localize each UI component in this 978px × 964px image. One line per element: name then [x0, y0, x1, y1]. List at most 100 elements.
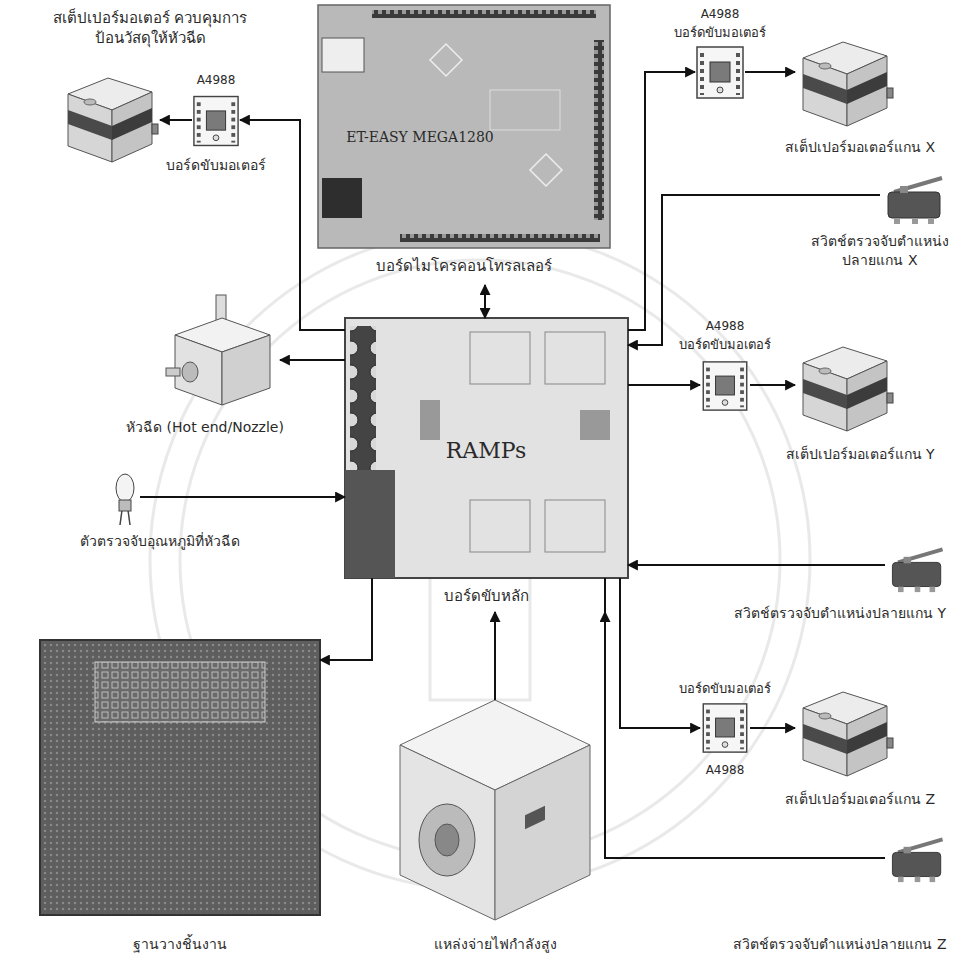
- hot-end: [166, 368, 180, 376]
- limit-switch: [892, 549, 942, 592]
- limit-switch: สวิตช์ตรวจจับตำแหน่งปลายแกน Z: [885, 830, 950, 885]
- stepper-motor: [803, 347, 893, 431]
- power-supply: [495, 745, 590, 920]
- connector-arrow: [620, 612, 700, 728]
- part-label: สเต็ปเปอร์มอเตอร์แกน X: [785, 138, 935, 157]
- power-supply: [419, 804, 475, 876]
- stepper-motor: [803, 692, 893, 776]
- part-label: บอร์ดไมโครคอนโทรลเลอร์: [376, 256, 552, 276]
- power-supply: แหล่งจ่ายไฟกำลังสูง: [400, 700, 590, 920]
- part-label: แหล่งจ่ายไฟกำลังสูง: [434, 935, 557, 954]
- ramps-board: [345, 318, 628, 612]
- mega-board: [318, 5, 610, 248]
- part-heading: A4988: [197, 72, 236, 88]
- connector-arrow: [160, 119, 192, 121]
- driver-board: [703, 362, 746, 410]
- mega-board: [372, 10, 596, 18]
- part-label: สเต็ปเปอร์มอเตอร์แกน Z: [785, 790, 935, 809]
- ramps-board: [420, 400, 440, 440]
- thermistor: [116, 474, 134, 502]
- ramps-board: [470, 500, 530, 552]
- microcontroller-board: ET-EASY MEGA1280 บอร์ดไมโครคอนโทรลเลอร์: [318, 5, 610, 285]
- connector-arrow: [240, 120, 345, 330]
- part-label: สวิตช์ตรวจจับตำแหน่งปลายแกน Y: [734, 604, 946, 623]
- driver-board: บอร์ดขับมอเตอร์A4988: [700, 702, 750, 754]
- part-label: บอร์ดขับมอเตอร์: [166, 156, 266, 175]
- thermistor: [119, 500, 131, 511]
- part-heading: A4988: [701, 6, 740, 22]
- driver-board: [194, 97, 238, 146]
- connector-arrow: [628, 384, 700, 386]
- stepper-motor: [68, 78, 158, 162]
- part-label: บอร์ดขับหลัก: [444, 586, 529, 606]
- mega-board: [400, 234, 600, 242]
- heated-bed: [40, 640, 320, 915]
- limit-switch: สวิตช์ตรวจจับตำแหน่ง ปลายแกน X: [880, 170, 950, 225]
- part-label: A4988: [706, 762, 745, 778]
- stepper-motor: สเต็ปเปอร์มอเตอร์แกน Z: [795, 680, 895, 780]
- part-label: ตัวตรวจจับอุณหภูมิที่หัวฉีด: [80, 532, 240, 551]
- hot-end: [175, 335, 222, 405]
- connector-arrow: [745, 71, 795, 73]
- hot-end: [166, 295, 270, 405]
- ramps-board: [545, 500, 605, 552]
- limit-switch: สวิตช์ตรวจจับตำแหน่งปลายแกน Y: [885, 540, 950, 595]
- connector-arrow: [605, 612, 885, 858]
- power-supply: [400, 700, 590, 920]
- thermistor: [128, 510, 130, 525]
- thermistor: [120, 510, 122, 525]
- stepper-motor: สเต็ปเปอร์มอเตอร์แกน Y: [795, 335, 895, 435]
- mega-board: [318, 5, 610, 248]
- connector-arrow: [750, 727, 795, 729]
- part-label: บอร์ดขับมอเตอร์: [679, 336, 771, 354]
- ramps-board: [604, 578, 606, 612]
- driver-board: A4988บอร์ดขับมอเตอร์: [700, 360, 750, 412]
- part-label: สเต็ปเปอร์มอเตอร์แกน Y: [786, 445, 935, 464]
- thermistor: ตัวตรวจจับอุณหภูมิที่หัวฉีด: [110, 470, 140, 525]
- ramps-board: [470, 332, 530, 384]
- part-label: หัวฉีด (Hot end/Nozzle): [126, 418, 284, 437]
- part-label: บอร์ดขับมอเตอร์: [674, 24, 766, 42]
- power-supply: [400, 745, 495, 920]
- ramps-board: [345, 318, 628, 578]
- power-supply: [525, 806, 545, 829]
- connector-arrow: [320, 612, 372, 660]
- mega-board: [322, 178, 362, 218]
- connector-arrow: [140, 496, 345, 498]
- connector-arrow: [628, 564, 885, 566]
- stepper-motor: สเต็ปเปอร์มอเตอร์ ควบคุมการป้อนวัสดุให้ห…: [60, 62, 160, 170]
- driver-board: A4988บอร์ดขับมอเตอร์: [695, 45, 745, 100]
- connector-arrow: [494, 612, 496, 700]
- mega-board: [594, 40, 604, 220]
- part-label: สเต็ปเปอร์มอเตอร์ ควบคุมการป้อนวัสดุให้ห…: [50, 8, 250, 49]
- part-label: ฐานวางชิ้นงาน: [133, 935, 227, 954]
- part-heading: ET-EASY MEGA1280: [346, 128, 494, 147]
- mega-board: [322, 38, 364, 72]
- stepper-motor: สเต็ปเปอร์มอเตอร์แกน X: [795, 30, 895, 130]
- hot-end: หัวฉีด (Hot end/Nozzle): [165, 295, 280, 410]
- stepper-motor: [803, 42, 893, 126]
- hot-end: [222, 335, 270, 405]
- main-driver-board: RAMPs บอร์ดขับหลัก: [345, 318, 628, 612]
- ramps-board: [619, 578, 621, 612]
- driver-board: [703, 704, 746, 752]
- limit-switch: [892, 839, 942, 882]
- limit-switch: [888, 178, 942, 224]
- ramps-board: [350, 326, 376, 470]
- part-heading: บอร์ดขับมอเตอร์: [679, 680, 771, 698]
- connector-arrow: [484, 285, 486, 318]
- part-heading: RAMPs: [446, 436, 526, 466]
- ramps-board: [371, 578, 373, 612]
- connector-arrow: [750, 384, 795, 386]
- mega-board: [490, 90, 560, 130]
- part-label: สวิตช์ตรวจจับตำแหน่งปลายแกน Z: [733, 935, 946, 954]
- heated-bed: [95, 662, 265, 722]
- connector-arrow: [280, 359, 345, 361]
- heated-bed: ฐานวางชิ้นงาน: [40, 640, 320, 915]
- part-label: สวิตช์ตรวจจับตำแหน่ง ปลายแกน X: [800, 232, 960, 270]
- power-supply: [435, 824, 459, 856]
- driver-board: A4988บอร์ดขับมอเตอร์: [192, 92, 240, 150]
- mega-board: [430, 44, 562, 186]
